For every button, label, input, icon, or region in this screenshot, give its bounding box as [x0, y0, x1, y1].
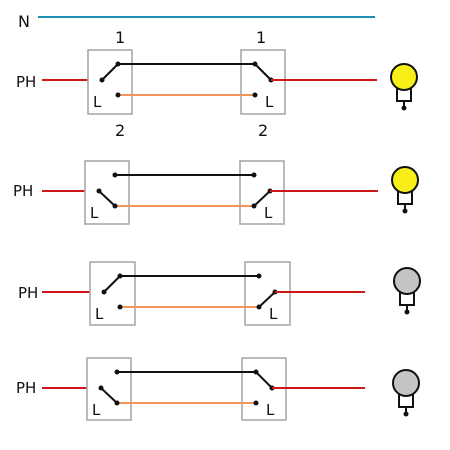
contact-1-label-left: 1 [115, 28, 125, 47]
common-label-right: L [264, 204, 273, 222]
contact-2-label-right: 2 [258, 121, 268, 140]
switch-box-left [89, 261, 136, 326]
terminal-dot [112, 172, 118, 178]
switch-box-left [86, 357, 132, 421]
terminal-dot [115, 92, 121, 98]
terminal-dot [114, 400, 120, 406]
common-label-right: L [266, 401, 275, 419]
common-label-right: L [265, 93, 274, 111]
terminal-dot [112, 203, 118, 209]
lamp-bulb [392, 369, 420, 397]
phase-label: PH [16, 379, 36, 397]
terminal-dot [117, 304, 123, 310]
terminal-dot [252, 92, 258, 98]
phase-label: PH [13, 182, 33, 200]
lamp-contact-dot [401, 105, 407, 111]
switch-lever-right [254, 63, 272, 81]
common-label-left: L [92, 401, 101, 419]
lamp-bulb [390, 63, 418, 91]
terminal-dot [99, 77, 105, 83]
switch-box-left [84, 160, 130, 225]
lamp-contact-dot [404, 309, 410, 315]
switch-box-right [239, 160, 285, 225]
terminal-dot [117, 273, 123, 279]
terminal-dot [253, 400, 259, 406]
neutral-label: N [18, 12, 30, 31]
circuits: PH L L PH L L PH L L PH L L [13, 49, 421, 421]
terminal-dot [251, 172, 257, 178]
terminal-dot [256, 273, 262, 279]
common-label-left: L [90, 204, 99, 222]
lamp-bulb [393, 267, 421, 295]
contact-2-label-left: 2 [115, 121, 125, 140]
switch-lever-right [255, 371, 273, 389]
lamp-off-icon [393, 267, 421, 315]
terminal-dot [115, 61, 121, 67]
contact-1-label-right: 1 [256, 28, 266, 47]
lamp-contact-dot [403, 411, 409, 417]
circuit-1: PH L L [16, 49, 418, 115]
switch-lever-left [103, 275, 121, 293]
terminal-dot [252, 61, 258, 67]
switch-box-right [244, 261, 291, 326]
phase-label: PH [18, 284, 38, 302]
terminal-dot [251, 203, 257, 209]
switch-lever-left [98, 190, 116, 207]
terminal-dot [101, 289, 107, 295]
switch-lever-left [100, 387, 118, 404]
phase-label: PH [16, 73, 36, 91]
common-label-left: L [95, 305, 104, 323]
common-label-right: L [269, 305, 278, 323]
circuit-4: PH L L [16, 357, 420, 421]
switch-lever-right [258, 291, 276, 308]
terminal-dot [96, 188, 102, 194]
terminal-dot [256, 304, 262, 310]
lamp-on-icon [391, 166, 419, 214]
lamp-bulb [391, 166, 419, 194]
circuit-2: PH L L [13, 160, 419, 225]
lamp-contact-dot [402, 208, 408, 214]
lamp-on-icon [390, 63, 418, 111]
switch-box-left [87, 49, 133, 115]
lamp-off-icon [392, 369, 420, 417]
terminal-dot [253, 369, 259, 375]
common-label-left: L [93, 93, 102, 111]
terminal-dot [98, 385, 104, 391]
switch-lever-right [253, 190, 271, 207]
circuit-3: PH L L [18, 261, 421, 326]
terminal-dot [114, 369, 120, 375]
switch-box-right [240, 49, 286, 115]
switch-lever-left [101, 63, 119, 81]
